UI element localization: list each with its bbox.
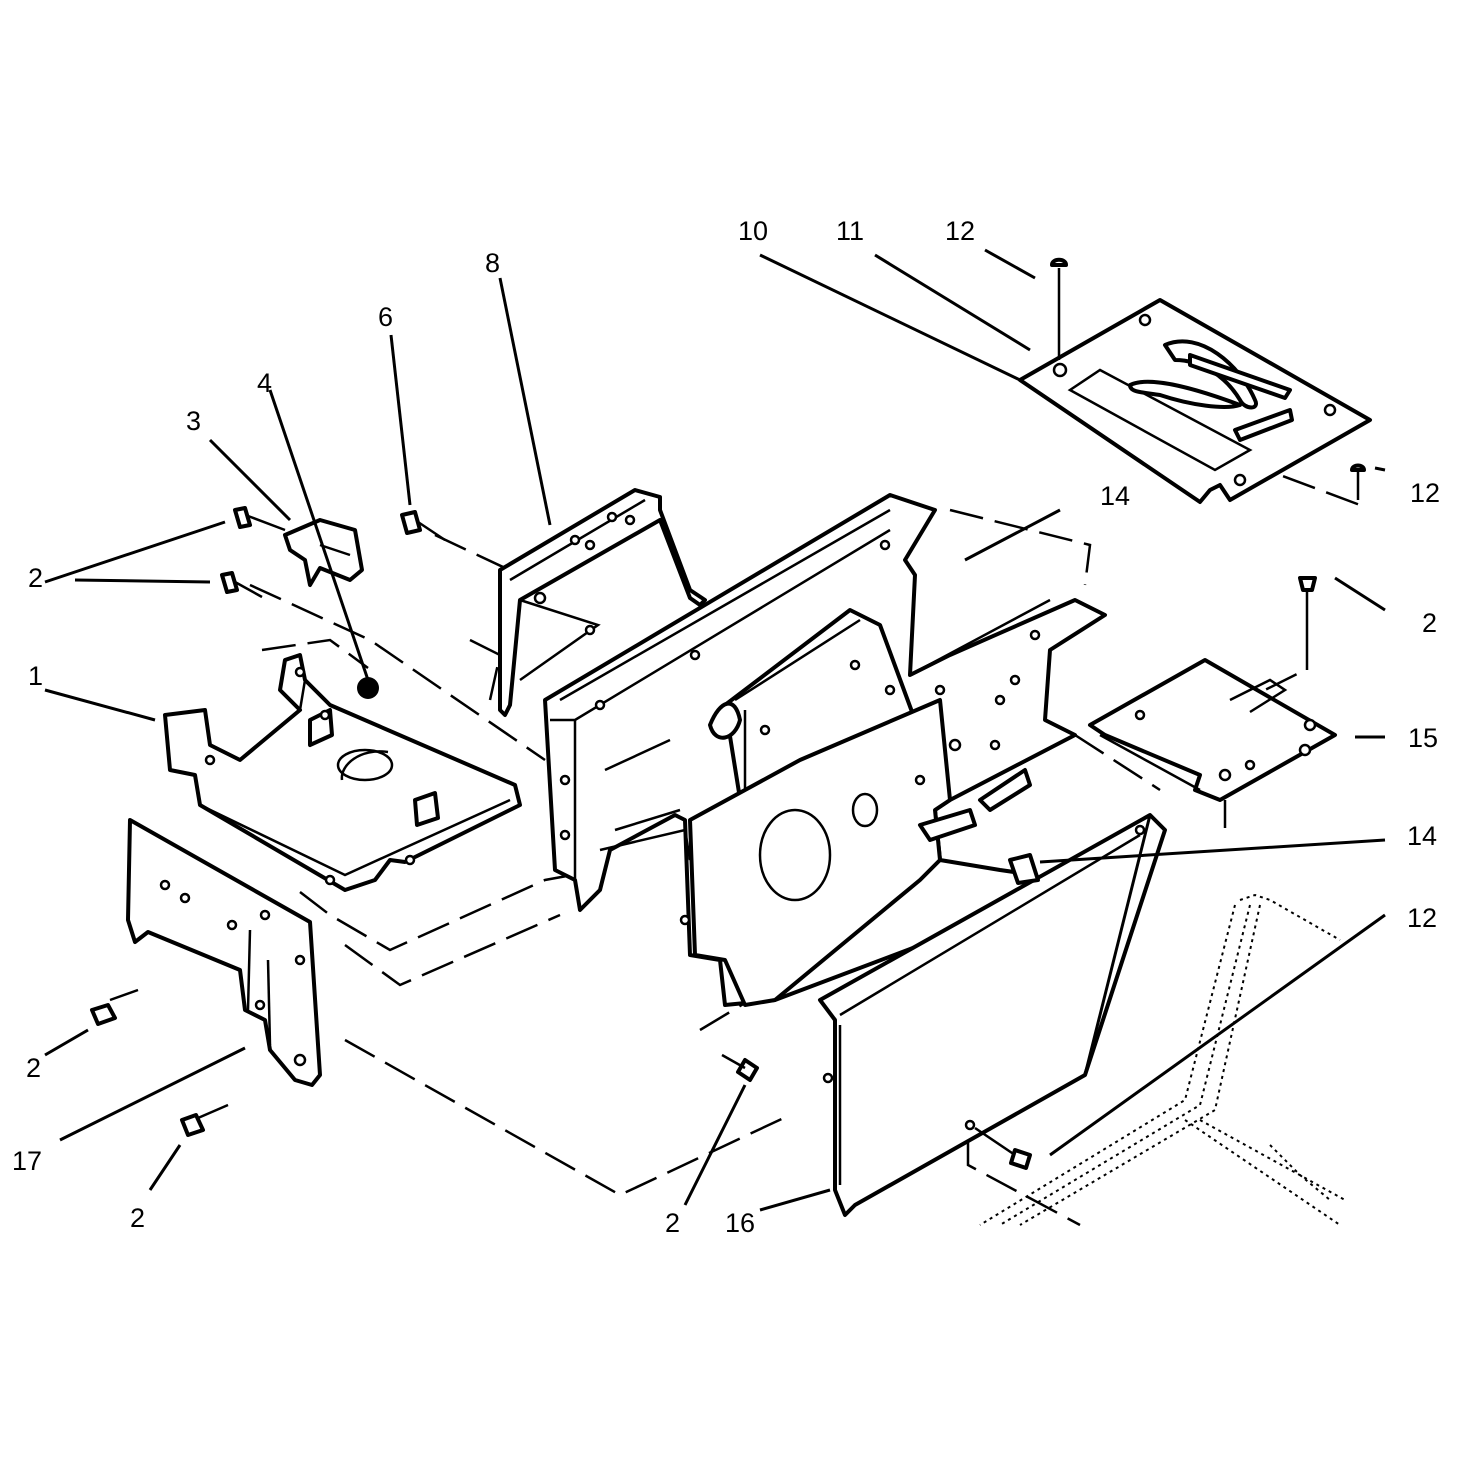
part-16-side-panel bbox=[818, 813, 1167, 1217]
callout-17: 17 bbox=[12, 1146, 42, 1176]
part-4-nut bbox=[357, 677, 379, 699]
callout-12-top: 12 bbox=[945, 216, 975, 246]
callout-8: 8 bbox=[485, 248, 500, 278]
callout-12-lower-right: 12 bbox=[1407, 903, 1437, 933]
part-15-right-plate bbox=[1088, 658, 1337, 802]
callout-6: 6 bbox=[378, 302, 393, 332]
callout-2-right: 2 bbox=[1422, 608, 1437, 638]
screw-icon bbox=[90, 257, 1366, 1170]
part-1-base-bracket bbox=[163, 653, 522, 892]
chassis-front-panel bbox=[688, 674, 1032, 1007]
callout-2-left: 2 bbox=[28, 563, 43, 593]
callout-3: 3 bbox=[186, 406, 201, 436]
leader-lines bbox=[44, 248, 1386, 1212]
frame-outline-dotted bbox=[979, 893, 1346, 1226]
callout-11: 11 bbox=[836, 216, 864, 246]
callout-14-lower: 14 bbox=[1407, 821, 1437, 851]
callout-4: 4 bbox=[257, 368, 272, 398]
callout-2-bottom-center: 2 bbox=[665, 1208, 680, 1238]
callout-2-bottom-left: 2 bbox=[130, 1203, 145, 1233]
part-8-upper-bracket bbox=[498, 488, 707, 717]
callout-10: 10 bbox=[738, 216, 768, 246]
callout-14-upper: 14 bbox=[1100, 481, 1130, 511]
callout-16: 16 bbox=[725, 1208, 755, 1238]
callout-12-right: 12 bbox=[1410, 478, 1440, 508]
part-17-front-plate bbox=[126, 818, 322, 1087]
bolt-icon bbox=[220, 506, 446, 599]
part-10-top-plate bbox=[1018, 298, 1372, 504]
callout-labels: 1 2 2 2 2 2 3 4 6 8 10 11 12 12 12 14 14… bbox=[12, 216, 1440, 1238]
callout-15: 15 bbox=[1408, 723, 1438, 753]
callout-1: 1 bbox=[28, 661, 43, 691]
callout-2-lower-left: 2 bbox=[26, 1053, 41, 1083]
